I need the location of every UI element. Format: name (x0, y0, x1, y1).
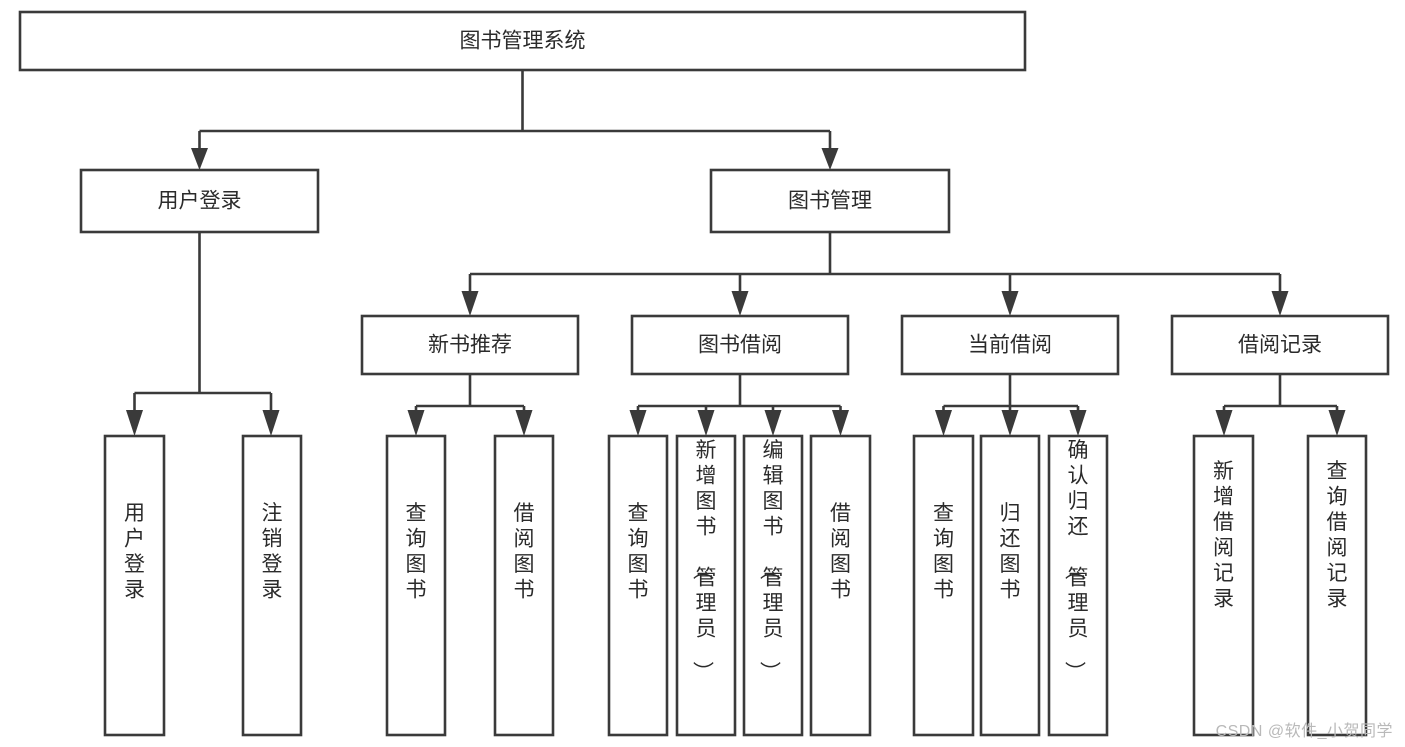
node-book-management[interactable]: 图书管理 (709, 168, 951, 234)
node-leaf-confirm-return[interactable]: 确认归还（管理员） (1047, 434, 1109, 737)
arrowhead-to-leaf-confirm-return (1069, 410, 1087, 436)
leaf-confirm-return-box[interactable] (1047, 434, 1109, 737)
leaf-user-login-box[interactable] (103, 434, 166, 737)
root-label: 图书管理系统 (460, 30, 586, 53)
connector-layer (126, 70, 1346, 436)
leaf-query-book-2-label: 查询图书 (628, 502, 649, 602)
borrow-record-label: 借阅记录 (1238, 334, 1322, 357)
node-leaf-borrow-book-1[interactable]: 借阅图书 (493, 434, 555, 737)
node-root[interactable]: 图书管理系统 (18, 10, 1027, 72)
node-leaf-query-book-3[interactable]: 查询图书 (912, 434, 975, 737)
node-current-borrow[interactable]: 当前借阅 (900, 314, 1120, 376)
leaf-user-login-label: 用户登录 (124, 502, 145, 602)
node-leaf-query-record[interactable]: 查询借阅记录 (1306, 434, 1368, 737)
arrowhead-to-book-management (821, 148, 839, 170)
leaf-return-book-box[interactable] (979, 434, 1041, 737)
leaf-query-book-3-box[interactable] (912, 434, 975, 737)
leaf-add-record-box[interactable] (1192, 434, 1255, 737)
book-borrow-label: 图书借阅 (698, 334, 782, 357)
leaf-confirm-return-label: 确认归还（管理员） (1063, 439, 1089, 682)
node-leaf-add-record[interactable]: 新增借阅记录 (1192, 434, 1255, 737)
connector-current-borrow-bus (942, 374, 1080, 414)
arrowhead-to-leaf-borrow-book-1 (515, 410, 533, 436)
arrowhead-to-borrow-record (1271, 291, 1289, 316)
arrowhead-to-leaf-query-book-2 (629, 410, 647, 436)
node-borrow-record[interactable]: 借阅记录 (1170, 314, 1390, 376)
node-book-borrow[interactable]: 图书借阅 (630, 314, 850, 376)
root-box[interactable] (18, 10, 1027, 72)
node-leaf-return-book[interactable]: 归还图书 (979, 434, 1041, 737)
leaf-borrow-book-1-label: 借阅图书 (514, 502, 535, 602)
node-leaf-query-book-2[interactable]: 查询图书 (607, 434, 669, 737)
leaf-query-book-3-label: 查询图书 (933, 502, 954, 602)
leaf-logout-login-label: 注销登录 (262, 502, 283, 602)
connector-root-bus (198, 70, 832, 152)
leaf-borrow-book-2-label: 借阅图书 (830, 502, 851, 602)
arrowhead-to-leaf-user-login (126, 410, 143, 436)
leaf-add-record-label: 新增借阅记录 (1213, 460, 1234, 611)
borrow-record-box[interactable] (1170, 314, 1390, 376)
leaf-query-record-label: 查询借阅记录 (1327, 460, 1348, 611)
connector-borrow-record-bus (1222, 374, 1339, 414)
leaf-add-book-box[interactable] (675, 434, 737, 737)
user-login-box[interactable] (79, 168, 320, 234)
leaf-edit-book-label: 编辑图书（管理员） (758, 439, 784, 682)
current-borrow-box[interactable] (900, 314, 1120, 376)
arrowhead-to-user-login (191, 148, 208, 170)
arrowhead-to-new-book-recommend (461, 291, 479, 316)
arrowhead-to-leaf-query-record (1328, 410, 1346, 436)
leaf-query-book-1-box[interactable] (385, 434, 447, 737)
node-leaf-borrow-book-2[interactable]: 借阅图书 (809, 434, 872, 737)
book-management-label: 图书管理 (788, 190, 872, 213)
csdn-watermark: CSDN @软件_小贺同学 (1215, 723, 1393, 740)
current-borrow-label: 当前借阅 (968, 334, 1052, 357)
book-management-box[interactable] (709, 168, 951, 234)
leaf-add-book-label: 新增图书（管理员） (691, 439, 717, 682)
connector-book-management-bus (468, 232, 1282, 295)
leaf-borrow-book-2-box[interactable] (809, 434, 872, 737)
node-user-login[interactable]: 用户登录 (79, 168, 320, 234)
node-leaf-edit-book[interactable]: 编辑图书（管理员） (742, 434, 804, 737)
leaf-borrow-book-1-box[interactable] (493, 434, 555, 737)
node-new-book-recommend[interactable]: 新书推荐 (360, 314, 580, 376)
user-login-label: 用户登录 (158, 190, 242, 213)
arrowhead-to-leaf-logout-login (262, 410, 280, 436)
leaf-logout-login-box[interactable] (241, 434, 303, 737)
connector-user-login-bus (133, 232, 273, 414)
arrowhead-to-current-borrow (1001, 291, 1019, 316)
arrowhead-to-leaf-query-book-1 (407, 410, 425, 436)
leaf-query-book-2-box[interactable] (607, 434, 669, 737)
leaf-query-record-box[interactable] (1306, 434, 1368, 737)
new-book-recommend-label: 新书推荐 (428, 334, 512, 357)
node-leaf-user-login[interactable]: 用户登录 (103, 434, 166, 737)
arrowhead-to-book-borrow (731, 291, 749, 316)
node-leaf-add-book[interactable]: 新增图书（管理员） (675, 434, 737, 737)
arrowhead-to-leaf-query-book-3 (935, 410, 952, 436)
arrowhead-to-leaf-add-book (697, 410, 715, 436)
arrowhead-to-leaf-return-book (1001, 410, 1019, 436)
book-borrow-box[interactable] (630, 314, 850, 376)
new-book-recommend-box[interactable] (360, 314, 580, 376)
node-leaf-query-book-1[interactable]: 查询图书 (385, 434, 447, 737)
leaf-return-book-label: 归还图书 (1000, 502, 1021, 602)
connector-book-borrow-bus (636, 374, 842, 414)
arrowhead-to-leaf-add-record (1215, 410, 1233, 436)
connector-new-book-recommend-bus (414, 374, 526, 414)
arrowhead-to-leaf-borrow-book-2 (832, 410, 849, 436)
leaf-query-book-1-label: 查询图书 (406, 502, 427, 602)
arrowhead-to-leaf-edit-book (764, 410, 782, 436)
node-leaf-logout-login[interactable]: 注销登录 (241, 434, 303, 737)
leaf-edit-book-box[interactable] (742, 434, 804, 737)
